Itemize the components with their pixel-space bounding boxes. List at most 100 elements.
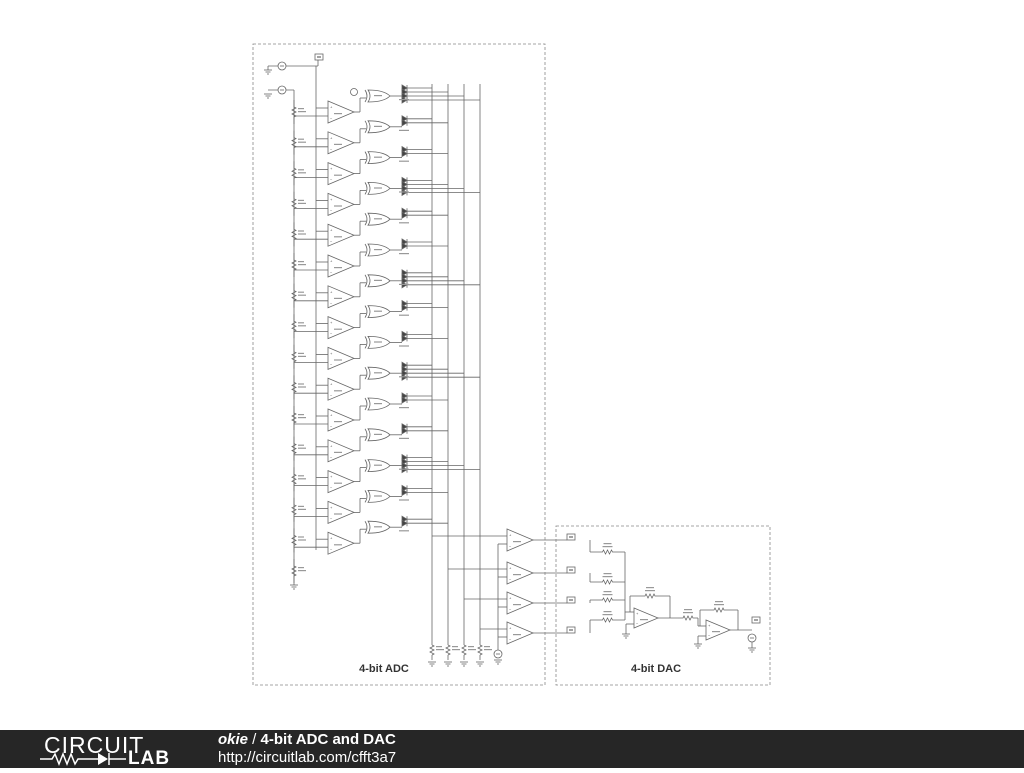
- xor-gate-icon: [364, 366, 391, 380]
- xor-gate-icon: [364, 335, 391, 349]
- svg-text:−: −: [636, 621, 639, 626]
- resistor-icon: [291, 191, 306, 216]
- xor-gate-icon: [364, 397, 391, 411]
- circuit-title: okie / 4-bit ADC and DAC: [218, 731, 396, 748]
- resistor-icon: [590, 573, 625, 585]
- comparator-icon: +−: [327, 285, 356, 309]
- svg-text:−: −: [330, 424, 333, 429]
- author-link[interactable]: okie: [218, 731, 249, 748]
- ground-icon: [748, 647, 756, 653]
- net-tag-icon: [566, 533, 576, 541]
- voltage-source-icon: [277, 85, 287, 95]
- comparator-icon: +−: [327, 439, 356, 463]
- svg-text:−: −: [330, 177, 333, 182]
- xor-gate-icon: [364, 181, 391, 195]
- svg-text:−: −: [330, 547, 333, 552]
- comparator-icon: +−: [327, 408, 356, 432]
- svg-text:−: −: [330, 208, 333, 213]
- resistor-icon: [291, 130, 306, 155]
- svg-text:+: +: [330, 505, 333, 510]
- svg-text:+: +: [509, 626, 512, 631]
- svg-text:+: +: [330, 105, 333, 110]
- xor-gate-icon: [364, 305, 391, 319]
- svg-text:−: −: [330, 516, 333, 521]
- xor-gate-icon: [364, 459, 391, 473]
- svg-text:+: +: [509, 533, 512, 538]
- xor-gate-icon: [364, 151, 391, 165]
- net-tag-icon: [751, 616, 761, 624]
- diode-label-mark: [399, 129, 409, 131]
- resistor-icon: [291, 559, 306, 583]
- logo-lab-row: LAB: [40, 748, 180, 769]
- dac-block-border: [555, 525, 771, 686]
- components: +−+−+−+−+−+−+−+−+−+−+−+−+−+−+−+−+−+−+−+−…: [264, 53, 761, 667]
- svg-text:+: +: [330, 474, 333, 479]
- circuit-url[interactable]: http://circuitlab.com/cfft3a7: [218, 749, 397, 766]
- resistor-icon: [291, 283, 306, 308]
- diode-icon: [401, 334, 408, 343]
- svg-text:−: −: [509, 577, 512, 582]
- comparator-icon: +−: [327, 500, 356, 525]
- comparator-icon: +−: [327, 223, 356, 247]
- diode-label-mark: [399, 314, 409, 316]
- svg-text:+: +: [330, 320, 333, 325]
- svg-text:+: +: [330, 382, 333, 387]
- svg-text:+: +: [330, 228, 333, 233]
- title-separator: /: [248, 731, 261, 748]
- diode-icon: [401, 427, 408, 435]
- resistor-icon: [291, 161, 306, 186]
- svg-text:−: −: [330, 146, 333, 151]
- ground-icon: [264, 69, 272, 75]
- ground-icon: [264, 93, 272, 99]
- dac-block-title: 4-bit DAC: [631, 663, 681, 675]
- comparator-icon: +−: [327, 377, 356, 401]
- comparator-icon: +−: [506, 621, 535, 645]
- voltage-source-icon: [493, 649, 503, 659]
- diode-icon: [401, 242, 408, 250]
- diode-icon: [401, 119, 408, 127]
- resistor-icon: [461, 640, 476, 660]
- resistor-icon: [291, 467, 306, 492]
- wires: [267, 60, 753, 650]
- xor-gate-icon: [364, 120, 391, 134]
- svg-text:−: −: [330, 485, 333, 490]
- circuitlab-logo[interactable]: CIRCUIT LAB: [40, 732, 180, 769]
- diode-label-mark: [399, 345, 409, 347]
- net-tag-icon: [566, 596, 576, 604]
- resistor-icon: [291, 314, 306, 339]
- svg-text:+: +: [330, 413, 333, 418]
- output-node-icon: [350, 88, 358, 96]
- diode-label-mark: [399, 191, 409, 193]
- ground-icon: [428, 661, 436, 667]
- xor-gate-icon: [364, 212, 391, 226]
- schematic-canvas: +−+−+−+−+−+−+−+−+−+−+−+−+−+−+−+−+−+−+−+−…: [252, 43, 771, 686]
- ground-icon: [290, 584, 298, 590]
- svg-text:−: −: [509, 544, 512, 549]
- svg-text:+: +: [330, 443, 333, 448]
- resistor-icon: [630, 587, 670, 599]
- svg-text:−: −: [330, 362, 333, 367]
- diode-label-mark: [399, 530, 409, 532]
- comparator-icon: +−: [327, 254, 356, 278]
- svg-text:−: −: [330, 116, 333, 121]
- xor-gate-icon: [364, 428, 391, 442]
- svg-text:+: +: [330, 351, 333, 356]
- resistor-icon: [291, 375, 306, 400]
- logo-circuit-text: CIRCUIT: [44, 732, 145, 758]
- resistor-icon: [477, 640, 492, 660]
- ground-icon: [444, 661, 452, 667]
- resistor-icon: [291, 222, 306, 247]
- comparator-icon: +−: [327, 315, 356, 340]
- diode-icon: [401, 303, 408, 312]
- footer-bar: CIRCUIT LAB okie / 4-bit ADC and DAC htt…: [0, 730, 1024, 769]
- svg-text:−: −: [330, 393, 333, 398]
- ground-icon: [476, 661, 484, 667]
- diode-label-mark: [399, 499, 409, 501]
- diode-label-mark: [399, 437, 409, 439]
- xor-gate-icon: [364, 243, 391, 257]
- svg-text:−: −: [330, 454, 333, 459]
- svg-text:+: +: [330, 135, 333, 140]
- svg-text:−: −: [708, 633, 711, 638]
- opamp-icon: +−: [705, 619, 732, 641]
- diode-label-mark: [399, 283, 409, 285]
